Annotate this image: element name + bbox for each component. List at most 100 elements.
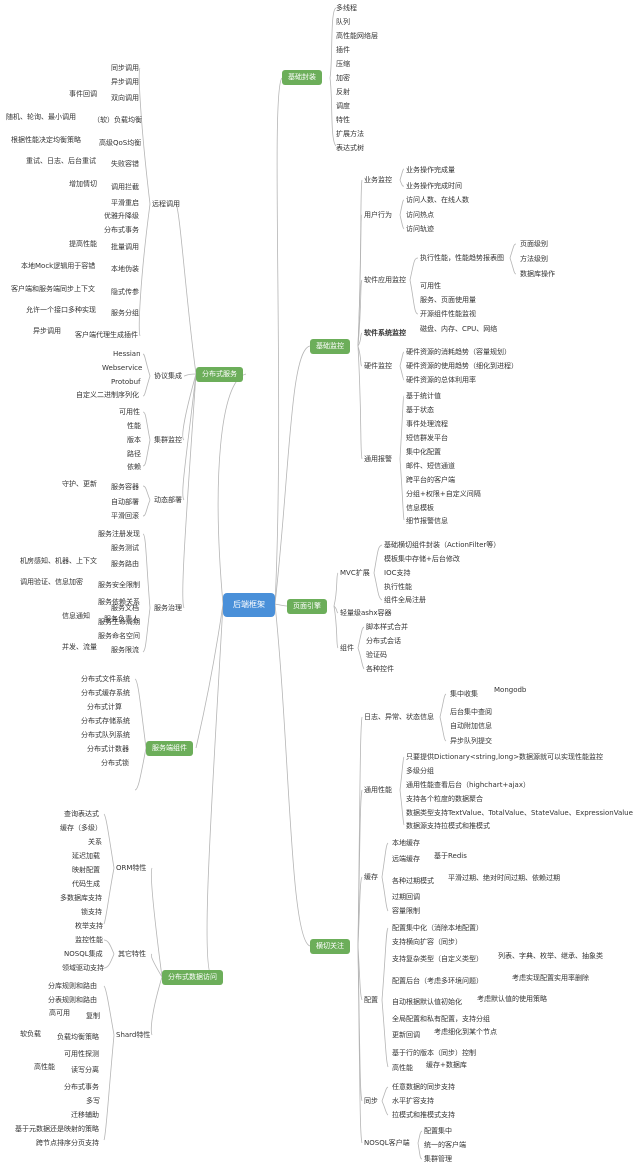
gov-2: 服务路由 <box>111 560 139 568</box>
perf-2: 通用性能查看后台（highchart+ajax） <box>406 781 530 789</box>
sub-orm[interactable]: ORM特性 <box>116 864 147 872</box>
call-12: 隐式传参 <box>111 288 139 296</box>
biz-1: 业务操作完成时间 <box>406 182 462 190</box>
sub-app-monitor[interactable]: 软件应用监控 <box>364 276 406 284</box>
mvc-4: 组件全局注册 <box>384 596 426 604</box>
branch-dist-data-access[interactable]: 分布式数据访问 <box>162 970 223 985</box>
branch-crosscutting[interactable]: 横切关注 <box>310 939 350 954</box>
alarm-2: 事件处理流程 <box>406 420 448 428</box>
call-12-note: 客户端和服务端同步上下文 <box>11 285 95 293</box>
sub-mvc[interactable]: MVC扩展 <box>340 569 370 577</box>
branch-basic-wrapper[interactable]: 基础封装 <box>282 70 322 85</box>
protocol-2: Protobuf <box>111 378 141 386</box>
sub-governance[interactable]: 服务治理 <box>154 604 182 612</box>
protocol-1: Webservice <box>102 364 143 372</box>
branch-server-components[interactable]: 服务端组件 <box>146 741 193 756</box>
leaf-basic-10: 表达式树 <box>336 144 364 152</box>
orm-7: 锁支持 <box>81 908 102 916</box>
app-0: 可用性 <box>420 282 441 290</box>
cache-redis: 基于Redis <box>434 852 467 860</box>
log-0: 后台集中查阅 <box>450 708 492 716</box>
nosql-2: 集群管理 <box>424 1155 452 1163</box>
sync-2: 拉模式和推模式支持 <box>392 1111 455 1119</box>
sub-hardware-monitor[interactable]: 硬件监控 <box>364 362 392 370</box>
sub-cache[interactable]: 缓存 <box>364 873 378 881</box>
gov-4: 服务依赖关系 <box>98 598 140 606</box>
config-2-note: 列表、字典、枚举、继承、抽象类 <box>498 952 603 960</box>
gov-5: 服务负责人 <box>104 615 139 623</box>
branch-basic-monitoring[interactable]: 基础监控 <box>310 339 350 354</box>
call-6-note: 增加情切 <box>69 180 97 188</box>
sub-other-features[interactable]: 其它特性 <box>118 950 146 958</box>
call-6: 调用拦截 <box>111 183 139 191</box>
leaf-basic-7: 调度 <box>336 102 350 110</box>
log-collect: 集中收集 <box>450 690 478 698</box>
sub-shard[interactable]: Shard特性 <box>116 1031 151 1039</box>
shard-1: 分表规则和路由 <box>48 996 97 1004</box>
mvc-2: IOC支持 <box>384 569 411 577</box>
orm-4: 映射配置 <box>72 866 100 874</box>
alarm-7: 分组+权限+自定义间隔 <box>406 490 481 498</box>
call-3-note: 随机、轮询、最小调用 <box>6 113 76 121</box>
orm-5: 代码生成 <box>72 880 100 888</box>
pcomp-1: 分布式会话 <box>366 637 401 645</box>
sub-page-component[interactable]: 组件 <box>340 644 354 652</box>
call-5-note: 重试、日志、后台重试 <box>26 157 96 165</box>
shard-2: 复制 <box>86 1012 100 1020</box>
sub-biz-monitor[interactable]: 业务监控 <box>364 176 392 184</box>
root-node[interactable]: 后端框架 <box>223 593 275 617</box>
shard-4: 可用性探测 <box>64 1050 99 1058</box>
other-1: NOSQL集成 <box>64 950 103 958</box>
call-2-note: 事件回调 <box>69 90 97 98</box>
sub-protocol[interactable]: 协议集成 <box>154 372 182 380</box>
leaf-basic-8: 特性 <box>336 116 350 124</box>
call-14: 客户端代理生成插件 <box>75 331 138 339</box>
sub-log[interactable]: 日志、异常、状态信息 <box>364 713 434 721</box>
leaf-basic-6: 反射 <box>336 88 350 96</box>
call-11: 本地伪装 <box>111 265 139 273</box>
call-7: 平滑重启 <box>111 199 139 207</box>
sub-system-monitor[interactable]: 软件系统监控 <box>364 329 406 337</box>
sub-general-perf[interactable]: 通用性能 <box>364 786 392 794</box>
alarm-9: 细节报警信息 <box>406 517 448 525</box>
protocol-3: 自定义二进制序列化 <box>76 391 139 399</box>
config-5: 全局配置和私有配置，支持分组 <box>392 1015 490 1023</box>
perf-0: 只要提供Dictionary<string,long>数据源就可以实现性能监控 <box>406 753 604 761</box>
config-3: 配置后台（考虑多环境问题） <box>392 977 483 985</box>
orm-2: 关系 <box>88 838 102 846</box>
leaf-basic-2: 高性能网络层 <box>336 32 378 40</box>
deploy-0-note: 守护、更新 <box>62 480 97 488</box>
gov-9-note: 并发、流量 <box>62 643 97 651</box>
gov-8: 服务命名空间 <box>98 632 140 640</box>
config-0: 配置集中化（消除本地配置） <box>392 924 483 932</box>
sub-cluster-monitor[interactable]: 集群监控 <box>154 436 182 444</box>
branch-distributed-service[interactable]: 分布式服务 <box>196 367 243 382</box>
sub-ashx[interactable]: 轻量级ashx容器 <box>340 609 392 617</box>
call-10: 批量调用 <box>111 243 139 251</box>
sub-general-alarm[interactable]: 通用报警 <box>364 455 392 463</box>
sync-0: 任意数据的同步支持 <box>392 1083 455 1091</box>
mvc-3: 执行性能 <box>384 583 412 591</box>
sub-nosql-client[interactable]: NOSQL客户端 <box>364 1139 410 1147</box>
sub-dynamic-deploy[interactable]: 动态部署 <box>154 496 182 504</box>
cache-local: 本地缓存 <box>392 839 420 847</box>
sub-sync[interactable]: 同步 <box>364 1097 378 1105</box>
comp-3: 分布式存储系统 <box>81 717 130 725</box>
nosql-0: 配置集中 <box>424 1127 452 1135</box>
cache-expire-modes: 平滑过期、绝对时间过期、依赖过期 <box>448 874 560 882</box>
protocol-0: Hessian <box>113 350 141 358</box>
pcomp-2: 验证码 <box>366 651 387 659</box>
shard-3-note: 软负载 <box>20 1030 41 1038</box>
sub-remote-call[interactable]: 远程调用 <box>152 200 180 208</box>
sub-user-behavior[interactable]: 用户行为 <box>364 211 392 219</box>
alarm-1: 基于状态 <box>406 406 434 414</box>
other-0: 监控性能 <box>75 936 103 944</box>
leaf-basic-1: 队列 <box>336 18 350 26</box>
alarm-5: 邮件、短信通道 <box>406 462 455 470</box>
branch-page-engine[interactable]: 页面引擎 <box>287 599 327 614</box>
config-7: 基于行的版本（同步）控制 <box>392 1049 476 1057</box>
orm-3: 延迟加载 <box>72 852 100 860</box>
mvc-0: 基础横切组件封装（ActionFilter等） <box>384 541 501 549</box>
sub-config[interactable]: 配置 <box>364 996 378 1004</box>
